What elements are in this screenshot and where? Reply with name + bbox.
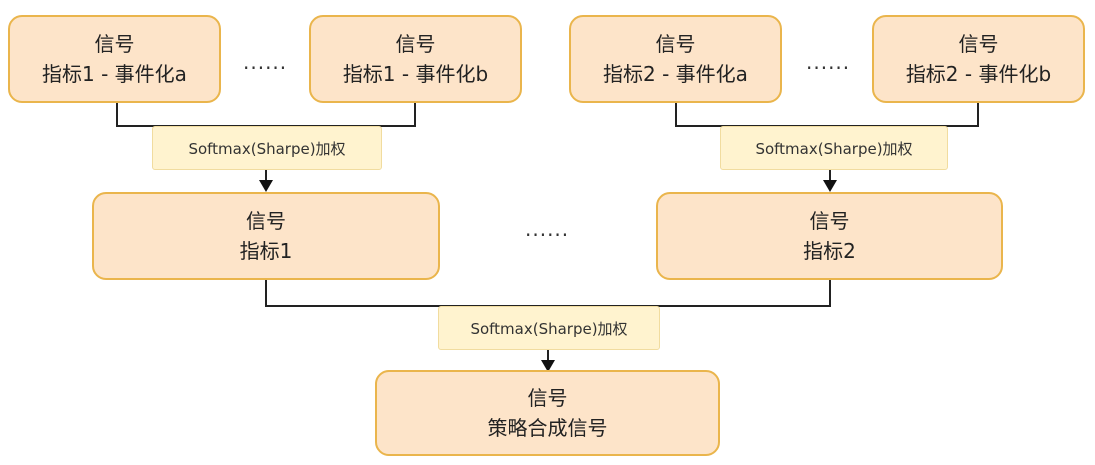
signal-box-ind1: 信号指标1 bbox=[92, 192, 440, 280]
signal-box-ind2-a: 信号指标2 - 事件化a bbox=[569, 15, 782, 103]
box-subtitle: 指标2 - 事件化a bbox=[603, 62, 748, 86]
weight-label-ind2: Softmax(Sharpe)加权 bbox=[720, 126, 948, 170]
signal-box-ind1-a: 信号指标1 - 事件化a bbox=[8, 15, 221, 103]
box-title: 信号 bbox=[395, 32, 436, 56]
box-subtitle: 指标1 bbox=[239, 239, 293, 263]
signal-box-ind1-b: 信号指标1 - 事件化b bbox=[309, 15, 522, 103]
box-title: 信号 bbox=[94, 32, 135, 56]
box-title: 信号 bbox=[655, 32, 696, 56]
ellipsis-top-right: ...... bbox=[806, 50, 851, 74]
box-subtitle: 指标2 - 事件化b bbox=[905, 62, 1052, 86]
box-title: 信号 bbox=[958, 32, 999, 56]
box-subtitle: 指标2 bbox=[803, 239, 856, 263]
box-subtitle: 指标1 - 事件化a bbox=[42, 62, 187, 86]
box-title: 信号 bbox=[527, 386, 568, 410]
ellipsis-top-left: ...... bbox=[243, 50, 288, 74]
signal-box-ind2: 信号指标2 bbox=[656, 192, 1003, 280]
ellipsis-mid: ...... bbox=[525, 217, 570, 241]
box-title: 信号 bbox=[246, 209, 286, 233]
box-subtitle: 策略合成信号 bbox=[487, 416, 608, 440]
weight-label-ind1: Softmax(Sharpe)加权 bbox=[152, 126, 382, 170]
box-subtitle: 指标1 - 事件化b bbox=[342, 62, 489, 86]
weight-label-final: Softmax(Sharpe)加权 bbox=[438, 306, 660, 350]
box-title: 信号 bbox=[809, 209, 850, 233]
signal-box-strategy: 信号策略合成信号 bbox=[375, 370, 720, 456]
signal-box-ind2-b: 信号指标2 - 事件化b bbox=[872, 15, 1085, 103]
